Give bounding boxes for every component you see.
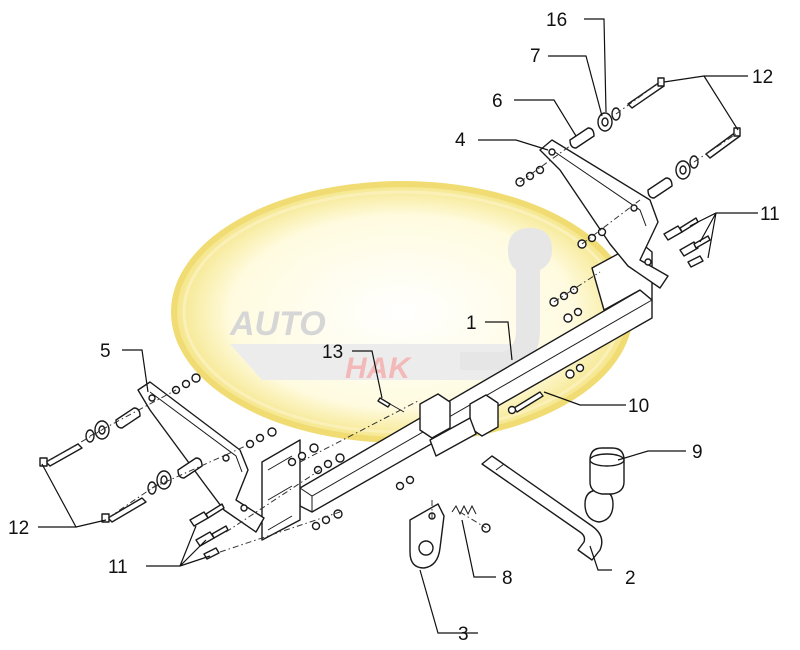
assembly-axis-lines — [45, 81, 737, 553]
watermark-logo: AUTO HAK — [171, 181, 633, 443]
bolt-long-lower — [39, 443, 147, 523]
tow-ball — [584, 489, 614, 523]
callout-3: 3 — [458, 624, 469, 645]
callout-12-right: 12 — [752, 67, 773, 88]
callout-9: 9 — [692, 442, 703, 463]
ball-mount-socket — [429, 417, 477, 457]
bolt-short-left — [189, 503, 229, 560]
crossbar-bracket-left — [419, 393, 451, 439]
electrical-socket-spring — [451, 504, 491, 533]
callout-2: 2 — [625, 568, 636, 589]
watermark-hook-icon — [460, 228, 552, 370]
callout-11-left: 11 — [108, 557, 128, 578]
callout-6: 6 — [492, 91, 503, 112]
callout-labels: 1 2 3 4 5 6 7 8 9 10 11 11 12 12 13 16 — [8, 10, 780, 645]
crossbar-beam — [261, 241, 653, 541]
callout-1: 1 — [466, 313, 477, 334]
callout-11-right: 11 — [760, 204, 780, 225]
leader-lines — [38, 18, 758, 634]
nut-washer-stack-upper — [515, 165, 607, 379]
washer-lower — [85, 420, 172, 495]
bolt-part-10 — [507, 391, 544, 415]
side-bracket-right — [539, 139, 669, 289]
callout-10: 10 — [628, 396, 649, 417]
washer-upper — [597, 107, 699, 180]
tow-ball-neck — [481, 455, 614, 561]
callout-8: 8 — [502, 568, 513, 589]
callout-7: 7 — [530, 46, 541, 67]
callout-13: 13 — [322, 342, 343, 363]
callout-16: 16 — [546, 10, 567, 31]
callout-5: 5 — [100, 341, 111, 362]
bolt-short-right — [663, 217, 711, 268]
side-bracket-left — [137, 381, 265, 533]
callout-12-left: 12 — [8, 518, 29, 539]
watermark-text-auto: AUTO — [229, 305, 326, 343]
bolt-long-upper — [627, 77, 741, 159]
nut-washer-stack-lower — [171, 373, 415, 531]
spacer-sleeve-upper — [569, 127, 673, 199]
watermark-swoosh — [230, 344, 520, 380]
safety-eyelet-plate — [409, 503, 445, 569]
tow-ball-cover — [589, 447, 625, 495]
bolt-part-13 — [377, 397, 405, 413]
callout-4: 4 — [455, 130, 466, 151]
